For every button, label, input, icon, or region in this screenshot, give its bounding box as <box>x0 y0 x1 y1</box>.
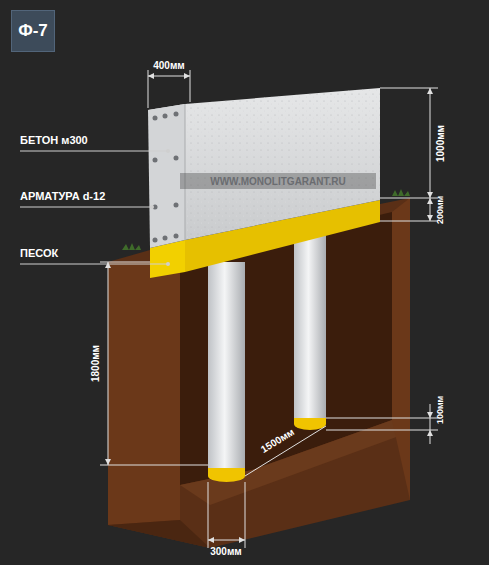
sand-pad <box>294 418 326 430</box>
dimension-lines <box>100 70 438 548</box>
dimension: 1000мм <box>435 124 446 161</box>
title-text: Ф-7 <box>18 21 48 41</box>
callout-label: БЕТОН м300 <box>20 134 88 146</box>
title-badge: Ф-7 <box>11 10 55 52</box>
dimension: 300мм <box>210 546 241 557</box>
leader-lines <box>20 151 168 264</box>
sand-pad <box>294 418 326 424</box>
soil-edge <box>108 520 210 548</box>
soil-right <box>392 198 410 500</box>
beam-edge <box>185 104 186 240</box>
leader-dots <box>150 149 170 266</box>
soil-front <box>108 262 180 525</box>
dimension: 1800мм <box>90 344 101 381</box>
pile <box>208 262 245 470</box>
sand-pad <box>208 470 245 482</box>
watermark-bar <box>180 173 376 189</box>
callout-label: ПЕСОК <box>20 247 58 259</box>
dimension: 400мм <box>153 60 184 71</box>
concrete-end <box>148 104 185 248</box>
grass <box>122 243 141 250</box>
watermark: WWW.MONOLITGARANT.RU <box>210 176 346 187</box>
dimension: 200мм <box>436 196 446 224</box>
rebar-ends <box>153 112 179 243</box>
soil-block <box>108 198 410 548</box>
pile <box>294 232 326 420</box>
dimension-arrows <box>105 73 433 543</box>
grass <box>392 189 410 196</box>
callout-label: АРМАТУРА d-12 <box>20 190 105 202</box>
dimension: 100мм <box>436 396 446 424</box>
